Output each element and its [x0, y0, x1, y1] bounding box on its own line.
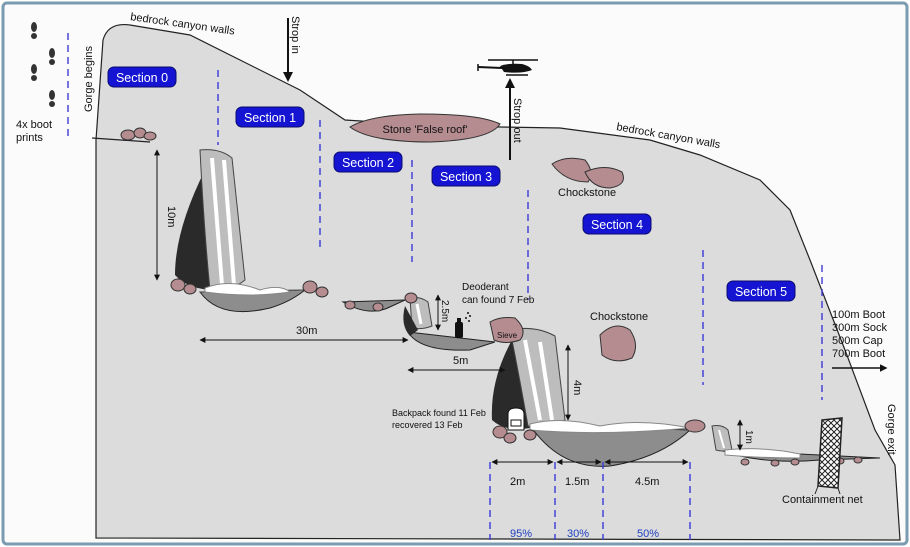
find-3: 500m Cap: [832, 335, 883, 347]
section-dividers: [67, 33, 823, 540]
measure-seg-a: 2m: [510, 476, 525, 488]
measure-h4: 1m: [743, 430, 754, 444]
ground-edge: [91, 137, 151, 143]
containment-net-label: Containment net: [782, 494, 863, 506]
pool-3: [407, 331, 496, 351]
find-1: 100m Boot: [832, 309, 885, 321]
pool-4: [529, 424, 692, 467]
boot-prints-label-2: prints: [16, 132, 43, 144]
section-2-label: Section 2: [342, 156, 394, 170]
strop-in-label: Strop in: [289, 16, 301, 54]
backpack-icon: [507, 407, 525, 431]
measure-seg-c: 4.5m: [635, 476, 659, 488]
measure-seg-b: 1.5m: [565, 476, 589, 488]
helicopter-icon: [477, 59, 538, 76]
section-4-label: Section 4: [591, 218, 643, 232]
section-badge: [726, 280, 796, 302]
section-badge: [582, 213, 652, 235]
find-4: 700m Boot: [832, 348, 885, 360]
section-1-label: Section 1: [244, 111, 296, 125]
strop-out-label: Strop out: [511, 98, 523, 143]
measurement-lines: [154, 149, 743, 465]
sieve-rock: [489, 317, 524, 343]
percent-1: 95%: [510, 528, 532, 540]
section-3-label: Section 3: [440, 170, 492, 184]
chockstone-upper-b: [584, 167, 624, 189]
deodorant-label-2: can found 7 Feb: [462, 295, 535, 306]
foam-1: [204, 283, 292, 296]
section-badge: [107, 66, 177, 88]
sieve-label: Sieve: [497, 331, 518, 340]
chockstone-upper-label: Chockstone: [558, 187, 616, 199]
section-badge: [235, 106, 305, 128]
foam-3: [529, 419, 691, 434]
canyon-body: [95, 23, 901, 541]
net-icon: [814, 417, 843, 495]
section-badge: [431, 165, 501, 187]
measure-h1: 10m: [165, 206, 177, 227]
foam-4: [724, 448, 801, 459]
gorge-exit-label: Gorge exit: [885, 404, 897, 455]
section-0-label: Section 0: [116, 71, 168, 85]
percent-2: 30%: [567, 528, 589, 540]
measure-w1: 30m: [296, 325, 317, 337]
section-badges: Section 0 Section 1 Section 2 Section 3 …: [107, 66, 796, 302]
gorge-begins-label: Gorge begins: [83, 45, 95, 112]
boot-prints-label-1: 4x boot: [16, 119, 52, 131]
backpack-label-2: recovered 13 Feb: [392, 420, 463, 430]
percent-3: 50%: [637, 528, 659, 540]
measure-w2: 5m: [453, 355, 468, 367]
false-roof-stone: [349, 113, 501, 143]
measure-h2: 2.5m: [439, 300, 450, 322]
backpack-label-1: Backpack found 11 Feb: [392, 408, 486, 418]
find-2: 300m Sock: [832, 322, 888, 334]
section-5-label: Section 5: [735, 285, 787, 299]
false-roof-label: Stone 'False roof': [383, 124, 468, 136]
chockstone-lower-rock: [599, 325, 636, 362]
footprint-icon: [31, 22, 55, 107]
pool-1: [199, 289, 307, 313]
measure-h3: 4m: [571, 380, 583, 395]
chockstone-lower-label: Chockstone: [590, 311, 648, 323]
deodorant-label-1: Deoderant: [462, 282, 509, 293]
section-badge: [333, 151, 403, 173]
rocks: [120, 127, 863, 467]
spray-can-icon: [455, 312, 471, 338]
